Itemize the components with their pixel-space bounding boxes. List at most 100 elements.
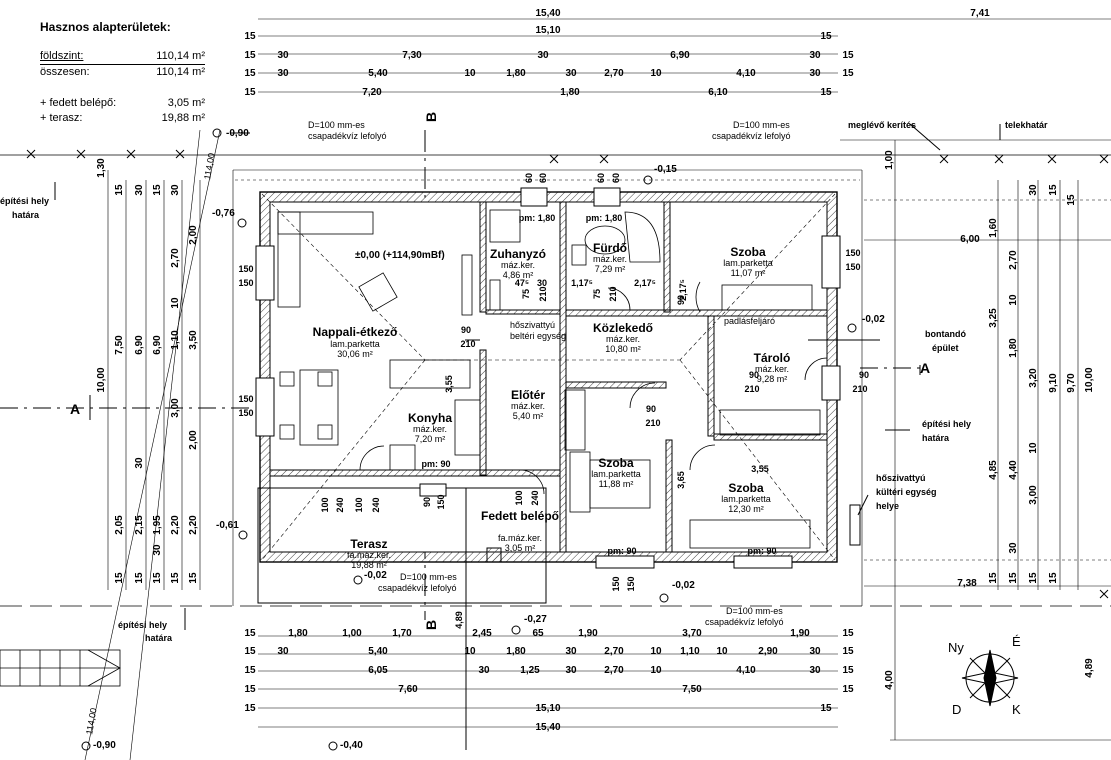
- room-area: 30,06 m²: [337, 349, 373, 359]
- summary-row: + fedett belépő: 3,05 m²: [40, 96, 205, 111]
- contour-label: 114,00: [84, 707, 99, 735]
- dim-label: 10: [650, 665, 662, 676]
- dim-label: 15: [1048, 184, 1059, 196]
- dim-label: 7,60: [398, 684, 418, 695]
- bottom-dimensions: 15 1,80 1,00 1,70 2,45 65 1,90 3,70 1,90…: [244, 628, 854, 733]
- dim-label: 30: [478, 665, 490, 676]
- dim-label: 6,05: [368, 665, 388, 676]
- dim-label: 1,70: [392, 628, 412, 639]
- dim-label: 30: [134, 184, 145, 196]
- dim-label: 210: [460, 339, 475, 349]
- summary-value: 3,05 m²: [167, 97, 205, 109]
- inner-dimensions: pm: 1,80 pm: 1,80 pm: 90 pm: 90 pm: 90 1…: [238, 173, 869, 629]
- dim-label: 10: [716, 646, 728, 657]
- room-area: 12,30 m²: [728, 504, 764, 514]
- dim-label: 75: [592, 289, 602, 299]
- dim-label: 30: [277, 50, 289, 61]
- room-floor: fa.máz.ker.: [347, 550, 391, 560]
- dim-label: 2,70: [604, 68, 624, 79]
- dim-label: 1,80: [560, 87, 580, 98]
- dim-label: 30: [809, 68, 821, 79]
- dim-label: 150: [845, 262, 860, 272]
- dim-label: 30: [565, 68, 577, 79]
- summary-title: Hasznos alapterületek:: [40, 20, 171, 34]
- dim-label: 2,90: [758, 646, 778, 657]
- dim-label: 15: [114, 572, 125, 584]
- downpipe-note: csapadékvíz lefolyó: [712, 131, 791, 141]
- dim-label: 6,10: [708, 87, 728, 98]
- dim-label: 5,40: [368, 646, 388, 657]
- dim-label: 15: [134, 572, 145, 584]
- room-area: 11,88 m²: [599, 479, 634, 489]
- dim-label: 2,17⁵: [634, 278, 656, 288]
- dim-label: 15: [1048, 572, 1059, 584]
- dim-label: 240: [335, 497, 345, 512]
- dim-label: 150: [238, 408, 253, 418]
- dim-label: 4,89: [1084, 658, 1095, 678]
- fixtures: [277, 209, 821, 549]
- dim-label: 1,90: [790, 628, 810, 639]
- level-value: -0,90: [93, 740, 116, 751]
- room-name: Fürdő: [593, 241, 627, 255]
- dim-label: 15: [244, 31, 256, 42]
- dim-label: 3,25: [988, 308, 999, 328]
- demolish-label: épület: [932, 343, 959, 353]
- dim-label: 30: [565, 665, 577, 676]
- dim-label: 4,40: [1008, 460, 1019, 480]
- dim-label: 60: [596, 173, 606, 183]
- dim-label: 15: [114, 184, 125, 196]
- dim-label: 3,50: [188, 330, 199, 350]
- dim-label: 6,90: [134, 335, 145, 355]
- room-floor: máz.ker.: [501, 260, 535, 270]
- annotations: ±0,00 (+114,90mBf) D=100 mm-es csapadékv…: [0, 112, 1048, 735]
- right-dimensions: 1,00 6,00 1,60 2,70 3,25 1,80 3,20 9,10 …: [884, 150, 1095, 690]
- hp-outdoor-label: helye: [876, 501, 899, 511]
- attic-label: padlásfeljáró: [724, 316, 775, 326]
- dim-label: 10: [1028, 442, 1039, 454]
- dim-label: 30: [809, 646, 821, 657]
- room-floor: fa.máz.ker.: [498, 533, 542, 543]
- room-area: 3,05 m²: [505, 543, 536, 553]
- dim-label: 47⁵: [515, 278, 529, 288]
- dim-label: 1,30: [96, 158, 107, 178]
- dim-label: 150: [845, 248, 860, 258]
- dim-label: 1,80: [506, 646, 526, 657]
- build-limit-label: építési hely: [922, 419, 971, 429]
- dim-label: 2,05: [114, 515, 125, 535]
- dim-label: 4,10: [736, 68, 756, 79]
- dim-label: pm: 1,80: [586, 213, 623, 223]
- dim-label: 1,25: [520, 665, 540, 676]
- dim-label: 210: [538, 286, 548, 301]
- downpipe-note: csapadékvíz lefolyó: [308, 131, 387, 141]
- dim-label: 210: [852, 384, 867, 394]
- dim-label: 1,80: [1008, 338, 1019, 358]
- dim-label: 2,45: [472, 628, 492, 639]
- build-limit-label: határa: [922, 433, 950, 443]
- room-labels: Nappali-étkező lam.parketta 30,06 m² Zuh…: [313, 241, 791, 570]
- dim-label: 6,00: [960, 234, 980, 245]
- roof-lines: [261, 193, 836, 561]
- dim-label: 15: [244, 703, 256, 714]
- walls: [259, 191, 838, 563]
- room-name: Fedett belépő: [481, 509, 559, 523]
- room-name: Konyha: [408, 411, 452, 425]
- terrace-outline: [257, 487, 861, 750]
- compass-north: É: [1012, 634, 1021, 649]
- dim-label: 9,10: [1048, 373, 1059, 393]
- dim-label: 15: [244, 68, 256, 79]
- dim-label: 7,50: [114, 335, 125, 355]
- room-name: Szoba: [728, 481, 764, 495]
- dim-label: 15: [170, 572, 181, 584]
- dim-label: 15: [842, 665, 854, 676]
- dim-label: 10,00: [1084, 367, 1095, 392]
- dim-label: 90: [749, 370, 759, 380]
- dim-label: 65: [532, 628, 544, 639]
- dim-label: 1,60: [988, 218, 999, 238]
- dim-label: 30: [170, 184, 181, 196]
- dim-label: 60: [611, 173, 621, 183]
- level-value: -0,02: [672, 580, 695, 591]
- contour-label: 114,00: [202, 152, 217, 180]
- level-value: -0,90: [226, 128, 249, 139]
- dim-label: 150: [611, 576, 621, 591]
- dim-label: 7,38: [957, 578, 977, 589]
